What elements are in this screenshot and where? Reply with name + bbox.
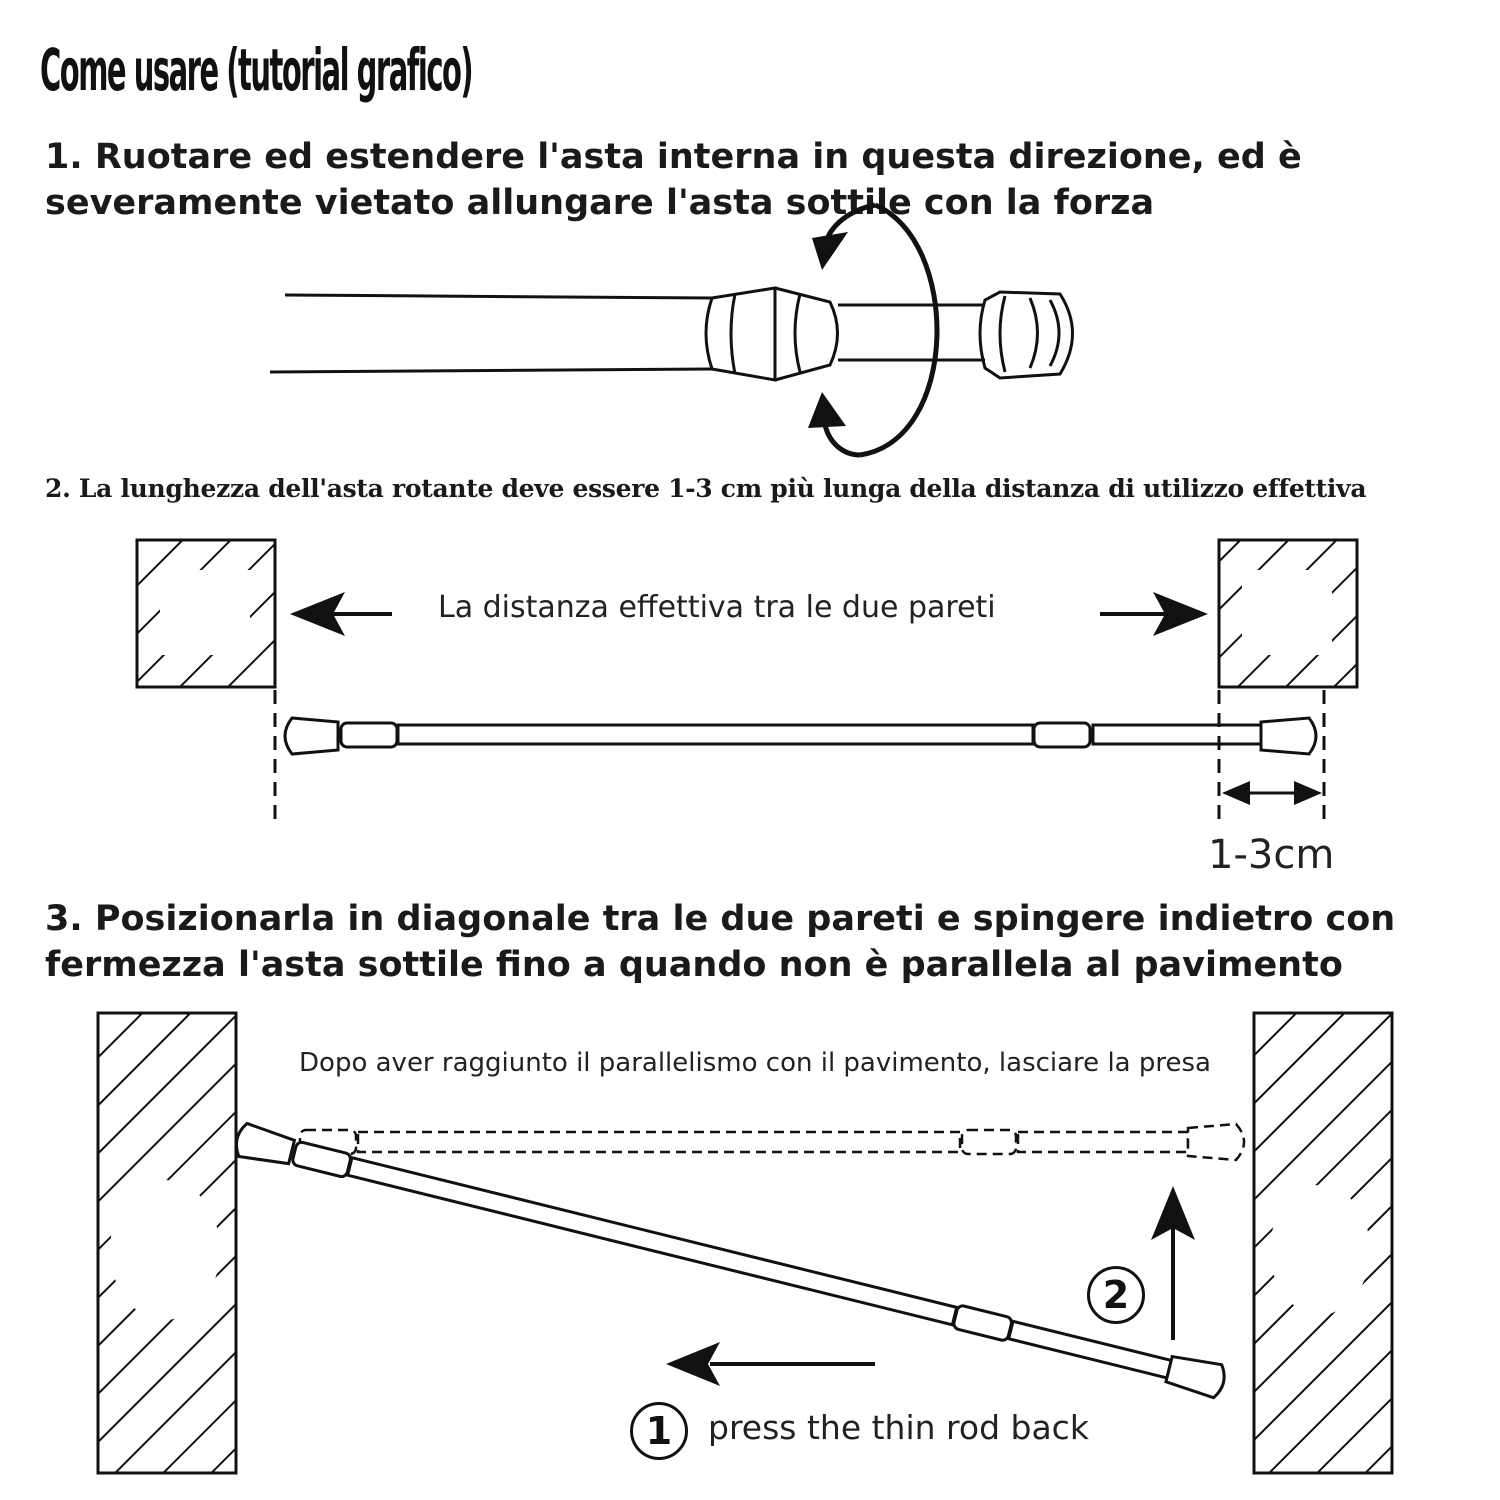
step-1-text: 1. Ruotare ed estendere l'asta interna i… [45,137,1302,223]
step-marker-1: 1 [630,1402,688,1460]
distance-label: La distanza effettiva tra le due pareti [438,590,996,625]
step-1-rod [269,286,1074,382]
dimension-arrow-icon [1222,781,1322,805]
lift-up-arrow-icon [1151,1186,1195,1340]
step-2-wall-left [135,538,277,689]
dashed-guides [273,690,1326,828]
step-marker-2: 2 [1087,1266,1145,1324]
release-note: Dopo aver raggiunto il parallelismo con … [299,1048,1211,1078]
distance-arrow-right-icon [1100,592,1208,636]
push-back-arrow-icon [666,1342,875,1386]
extra-length-label: 1-3cm [1208,832,1335,878]
step-3-wall-left [96,1011,238,1475]
step-2-rod [283,716,1318,756]
distance-arrow-left-icon [290,592,392,636]
step-2-text: 2. La lunghezza dell'asta rotante deve e… [45,474,1367,503]
step-3-text: 3. Posizionarla in diagonale tra le due … [45,899,1396,985]
rotation-arrow-icon [808,202,940,458]
step-3-target-rod [298,1122,1246,1162]
step-2-wall-right [1217,538,1359,689]
step-3-wall-right [1252,1011,1394,1475]
step-3-diagonal-rod [235,1121,1226,1400]
push-label: press the thin rod back [708,1408,1089,1447]
page-title: Come usare (tutorial grafico) [40,36,474,104]
